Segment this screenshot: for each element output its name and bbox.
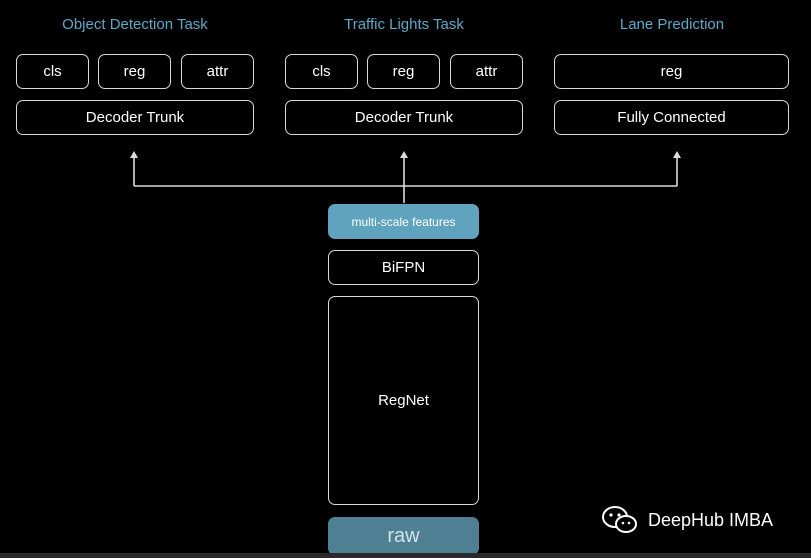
arrow-head-od	[130, 151, 138, 158]
lane-fully-connected: Fully Connected	[554, 100, 789, 135]
arrow-head-lane	[673, 151, 681, 158]
tl-reg-head: reg	[367, 54, 440, 89]
od-decoder-trunk: Decoder Trunk	[16, 100, 254, 135]
wechat-icon	[602, 506, 637, 533]
lane-reg-head: reg	[554, 54, 789, 89]
tl-attr-head: attr	[450, 54, 523, 89]
task-title-lane-prediction: Lane Prediction	[619, 16, 725, 33]
arrow-head-tl	[400, 151, 408, 158]
od-cls-head: cls	[16, 54, 89, 89]
task-title-traffic-lights: Traffic Lights Task	[344, 16, 464, 33]
regnet-block: RegNet	[328, 296, 479, 505]
od-attr-head: attr	[181, 54, 254, 89]
od-reg-head: reg	[98, 54, 171, 89]
raw-input-block: raw	[328, 517, 479, 555]
watermark-text: DeepHub IMBA	[648, 509, 774, 530]
tl-decoder-trunk: Decoder Trunk	[285, 100, 523, 135]
tl-cls-head: cls	[285, 54, 358, 89]
bifpn-block: BiFPN	[328, 250, 479, 285]
multi-scale-features-block: multi-scale features	[328, 204, 479, 239]
task-title-object-detection: Object Detection Task	[62, 16, 208, 33]
watermark: DeepHub IMBA	[600, 505, 773, 535]
bottom-strip	[0, 553, 811, 558]
